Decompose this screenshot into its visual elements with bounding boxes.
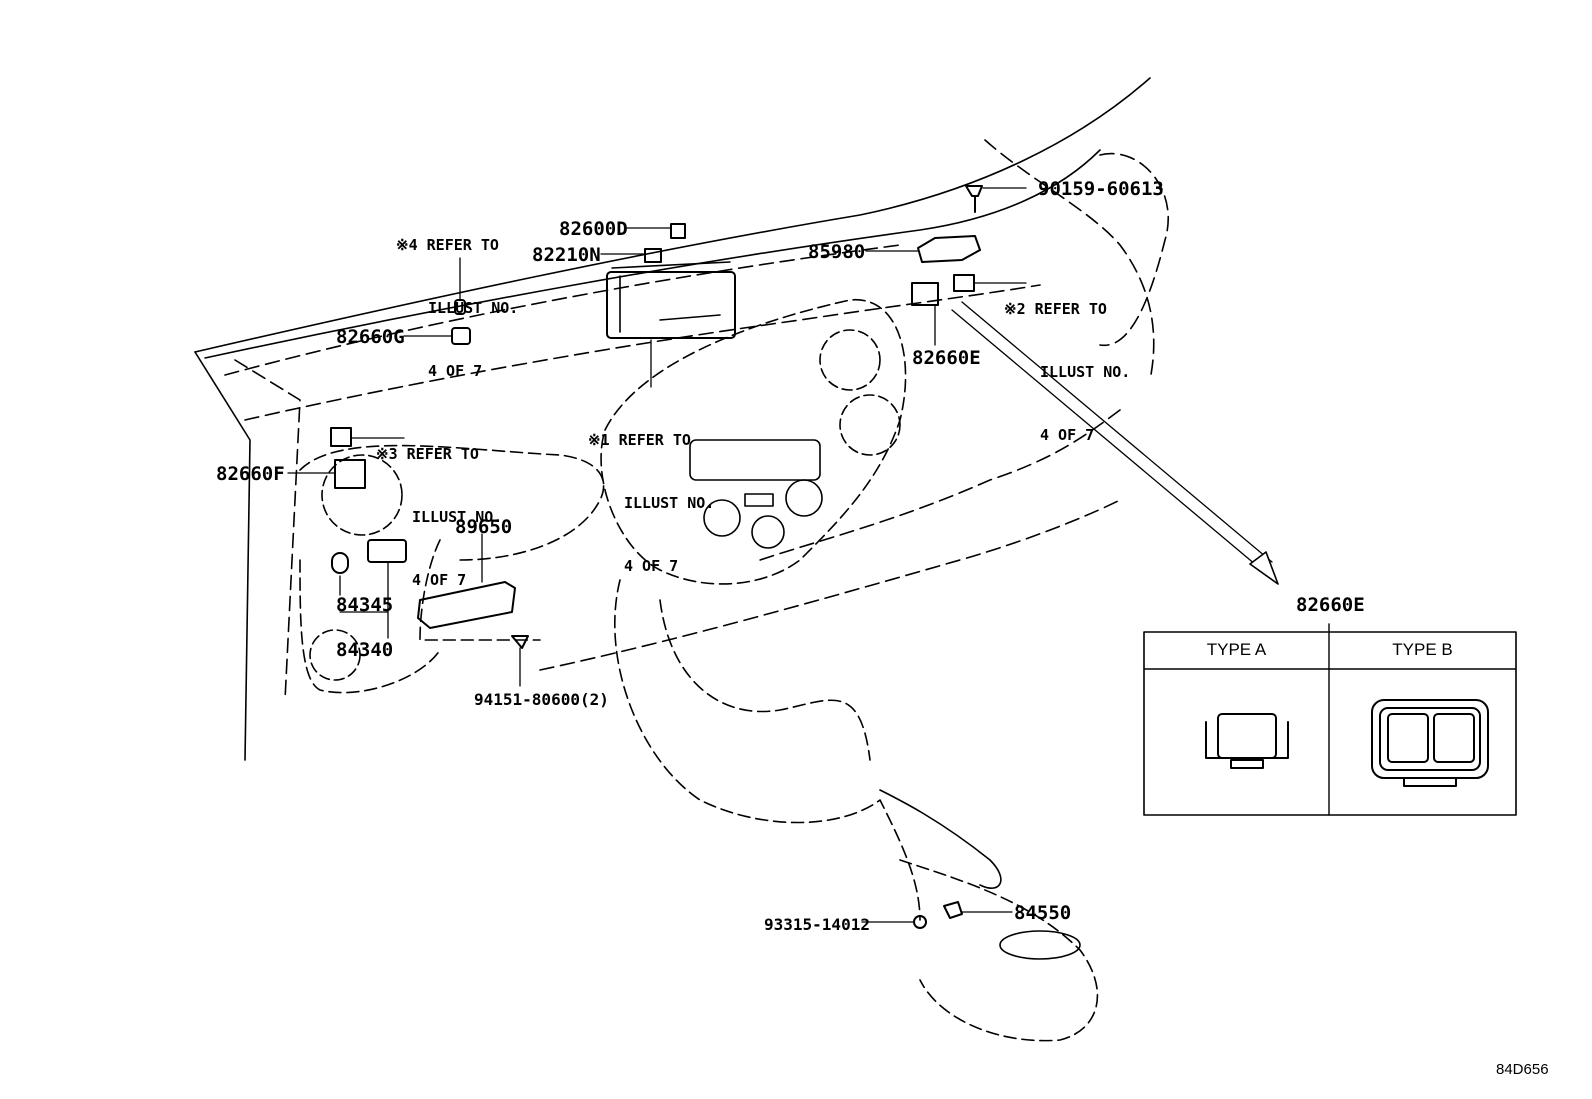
- note-3: ※3 REFER TO ILLUST NO. 4 OF 7: [376, 402, 502, 612]
- left-pillar: [194, 351, 251, 761]
- relay-2: [953, 274, 975, 292]
- vent-right-lower: [839, 394, 901, 456]
- part-84550: [943, 901, 963, 919]
- part-82660E: [911, 282, 939, 306]
- windshield-top-edge: [194, 77, 1151, 353]
- cup-holder: [999, 930, 1081, 960]
- detail-arrow-head: [1249, 551, 1279, 585]
- note-4-line1: REFER TO: [426, 236, 499, 254]
- part-94151-clip: [511, 635, 529, 649]
- console-rear: [899, 859, 1099, 1042]
- part-82600D: [670, 223, 686, 239]
- knob-center: [751, 515, 785, 549]
- part-label-85980: 85980: [808, 241, 866, 263]
- glove-area: [419, 539, 541, 641]
- right-side-dashed: [759, 409, 1121, 561]
- note-1-line2: ILLUST NO.: [624, 494, 715, 512]
- note-1-line3: 4 OF 7: [624, 557, 679, 575]
- dash-upper-surface: [224, 244, 901, 376]
- center-stack-outline: [600, 299, 907, 585]
- vent-right-upper: [819, 329, 881, 391]
- right-door-curve: [1099, 152, 1170, 346]
- ecu-connector-pins: [611, 261, 731, 333]
- type-b-connector-drawing: [1371, 699, 1489, 787]
- part-84345-switch: [331, 552, 349, 574]
- note-1: ※1 REFER TO ILLUST NO. 4 OF 7: [588, 388, 714, 598]
- type-b-header: TYPE B: [1392, 640, 1453, 659]
- console-outline: [613, 579, 921, 921]
- part-label-82660F: 82660F: [216, 463, 285, 485]
- cluster-gauge: [321, 454, 403, 536]
- relay-3: [330, 427, 352, 447]
- part-label-82600D: 82600D: [559, 218, 628, 240]
- right-pillar: [984, 139, 1155, 381]
- note-3-mark: ※3: [376, 445, 398, 463]
- part-label-90159-60613: 90159-60613: [1038, 178, 1164, 200]
- note-2-line1: REFER TO: [1034, 300, 1107, 318]
- left-pillar-inner: [234, 359, 301, 701]
- part-82210N: [644, 248, 662, 263]
- detail-arrow: [951, 301, 1273, 571]
- note-4-mark: ※4: [396, 236, 418, 254]
- steering-column-area: [299, 559, 441, 694]
- lower-left-speaker: [309, 629, 361, 681]
- detail-table: [1143, 631, 1517, 816]
- detail-title: 82660E: [1296, 594, 1365, 616]
- part-label-82660E: 82660E: [912, 347, 981, 369]
- note-3-line3: 4 OF 7: [412, 571, 467, 589]
- note-2-line2: ILLUST NO.: [1040, 363, 1131, 381]
- knob-left: [703, 499, 741, 537]
- note-2: ※2 REFER TO ILLUST NO. 4 OF 7: [1004, 257, 1130, 467]
- part-label-94151-80600: 94151-80600(2): [474, 690, 609, 709]
- part-90159-60613: [965, 185, 983, 213]
- type-a-connector-drawing: [1205, 713, 1289, 769]
- part-label-89650: 89650: [455, 516, 513, 538]
- note-4-line3: 4 OF 7: [428, 362, 483, 380]
- note-4: ※4 REFER TO ILLUST NO. 4 OF 7: [396, 193, 518, 403]
- figure-code: 84D656: [1496, 1061, 1549, 1078]
- type-a-header: TYPE A: [1206, 640, 1267, 659]
- dash-top-dashed: [244, 284, 1041, 421]
- cluster-hood: [299, 444, 605, 561]
- note-2-mark: ※2: [1004, 300, 1026, 318]
- part-label-84550: 84550: [1014, 902, 1072, 924]
- note-1-mark: ※1: [588, 431, 610, 449]
- note-4-line2: ILLUST NO.: [428, 299, 519, 317]
- note-2-line3: 4 OF 7: [1040, 426, 1095, 444]
- part-label-82210N: 82210N: [532, 244, 601, 266]
- part-label-84340: 84340: [336, 639, 394, 661]
- part-82660F: [334, 459, 366, 489]
- console-tunnel: [659, 599, 871, 761]
- part-84340-switch: [367, 539, 407, 563]
- part-label-82660G: 82660G: [336, 326, 405, 348]
- radio-panel: [689, 439, 821, 481]
- control-slot: [744, 493, 774, 507]
- part-89650: [417, 581, 516, 629]
- ecu-82210N-body: [606, 271, 736, 339]
- note-1-line1: REFER TO: [618, 431, 691, 449]
- lower-dash-edge: [539, 499, 1121, 671]
- shift-lever: [879, 789, 1002, 889]
- note-3-line1: REFER TO: [406, 445, 479, 463]
- note-3-line2: ILLUST NO.: [412, 508, 503, 526]
- part-label-84345: 84345: [336, 594, 394, 616]
- part-label-93315-14012: 93315-14012: [764, 915, 870, 934]
- knob-right: [785, 479, 823, 517]
- windshield-inner-edge: [204, 149, 1101, 359]
- part-85980: [917, 235, 981, 263]
- leaders: [287, 187, 1027, 923]
